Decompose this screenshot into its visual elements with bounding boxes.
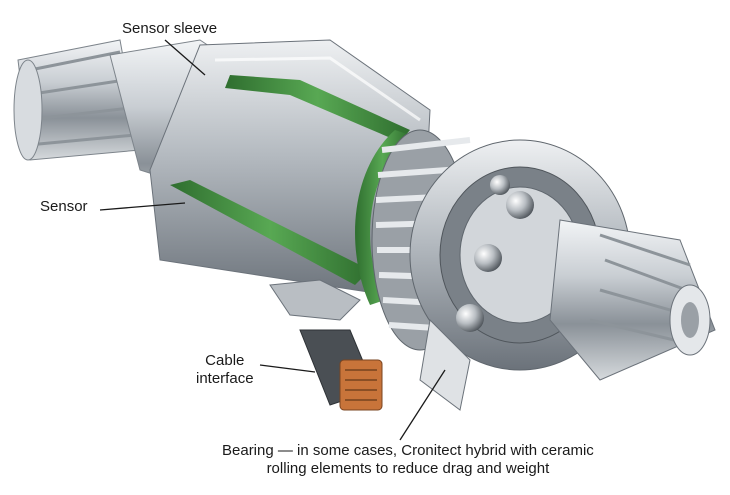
- left-shaft-end: [13, 39, 141, 161]
- label-bearing: Bearing — in some cases, Cronitect hybri…: [222, 442, 594, 478]
- leader-cable: [259, 364, 316, 373]
- label-cable-interface: Cable interface: [196, 352, 254, 388]
- label-sensor-sleeve: Sensor sleeve: [122, 20, 218, 37]
- label-sensor: Sensor: [40, 198, 88, 215]
- right-shaft-end: [549, 219, 716, 381]
- label-cable-line-2: interface: [196, 370, 254, 387]
- leader-sensor-sleeve: [164, 39, 206, 76]
- label-cable-line-1: Cable: [205, 352, 245, 369]
- leader-lines: [99, 39, 446, 441]
- leader-bearing: [399, 369, 446, 441]
- bearing-ball: [474, 244, 502, 272]
- connector: [339, 359, 383, 411]
- label-bearing-line-1: Bearing — in some cases, Cronitect hybri…: [222, 442, 594, 459]
- bearing-ball: [490, 175, 510, 195]
- bearing-ball: [456, 304, 484, 332]
- sensor-strips: [170, 75, 410, 305]
- label-bearing-line-2: rolling elements to reduce drag and weig…: [266, 460, 550, 477]
- bearing-ball: [506, 191, 534, 219]
- leader-sensor: [99, 202, 186, 211]
- cable-interface: [269, 279, 383, 411]
